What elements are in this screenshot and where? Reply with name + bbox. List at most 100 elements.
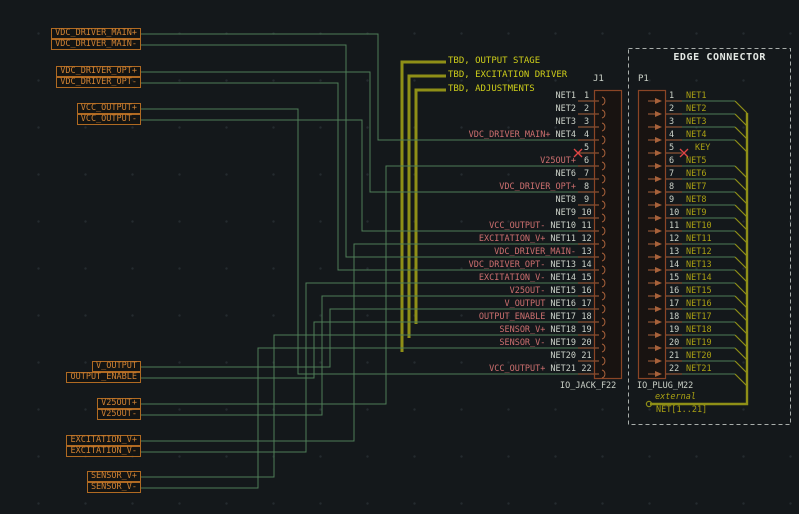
net-label[interactable]: NET1	[556, 91, 576, 101]
bus-entry[interactable]	[735, 270, 747, 282]
bus-entry[interactable]	[735, 127, 747, 139]
bus-label[interactable]: NET[1..21]	[656, 405, 707, 415]
signal-net-label[interactable]: VCC_OUTPUT-	[489, 221, 545, 231]
net-label[interactable]: NET7	[686, 182, 706, 192]
hier-label[interactable]: VDC_DRIVER_OPT+	[56, 66, 141, 77]
bus-entry[interactable]	[735, 244, 747, 256]
net-label[interactable]: NET11	[686, 234, 712, 244]
net-label[interactable]: NET16	[686, 299, 712, 309]
net-label[interactable]: NET3	[686, 117, 706, 127]
net-label[interactable]: NET20	[550, 351, 576, 361]
wire[interactable]	[141, 335, 578, 477]
signal-net-label[interactable]: SENSOR_V-	[499, 338, 545, 348]
signal-net-label[interactable]: V25OUT-	[510, 286, 546, 296]
bus-entry[interactable]	[735, 231, 747, 243]
signal-net-label[interactable]: VDC_DRIVER_MAIN-	[494, 247, 576, 257]
signal-net-label[interactable]: VDC_DRIVER_OPT+	[499, 182, 576, 192]
net-label[interactable]: NET20	[686, 351, 712, 361]
hier-label[interactable]: EXCITATION_V+	[66, 435, 141, 446]
net-label[interactable]: NET21	[686, 364, 712, 374]
net-label[interactable]: NET19	[686, 338, 712, 348]
hier-label[interactable]: OUTPUT_ENABLE	[66, 372, 141, 383]
net-label[interactable]: NET2	[686, 104, 706, 114]
signal-net-label[interactable]: EXCITATION_V+	[479, 234, 546, 244]
bus-entry[interactable]	[735, 374, 747, 386]
net-label[interactable]: NET4	[686, 130, 706, 140]
hier-label[interactable]: VDC_DRIVER_OPT-	[56, 77, 141, 88]
net-label[interactable]: NET14	[550, 273, 576, 283]
signal-net-label[interactable]: VDC_DRIVER_MAIN+	[469, 130, 551, 140]
bus-entry[interactable]	[735, 114, 747, 126]
net-label[interactable]: NET17	[686, 312, 712, 322]
bus-entry[interactable]	[735, 179, 747, 191]
hier-label[interactable]: SENSOR_V+	[87, 471, 141, 482]
net-label[interactable]: NET14	[686, 273, 712, 283]
bus-entry[interactable]	[735, 335, 747, 347]
key-label[interactable]: KEY	[695, 143, 710, 153]
net-label[interactable]: NET9	[686, 208, 706, 218]
signal-net-label[interactable]: V_OUTPUT	[504, 299, 545, 309]
bus-entry[interactable]	[735, 218, 747, 230]
net-label[interactable]: NET6	[556, 169, 576, 179]
j1-reference[interactable]: J1	[593, 74, 604, 84]
pin-number: 15	[581, 273, 592, 283]
bus-entry[interactable]	[735, 361, 747, 373]
net-label[interactable]: NET11	[550, 234, 576, 244]
net-label[interactable]: NET13	[686, 260, 712, 270]
bus-entry[interactable]	[735, 309, 747, 321]
net-label[interactable]: NET9	[556, 208, 576, 218]
net-label[interactable]: NET1	[686, 91, 706, 101]
signal-net-label[interactable]: V25OUT+	[540, 156, 576, 166]
net-label[interactable]: NET2	[556, 104, 576, 114]
net-label[interactable]: NET12	[686, 247, 712, 257]
bus-entry[interactable]	[735, 192, 747, 204]
net-label[interactable]: NET10	[686, 221, 712, 231]
p1-reference[interactable]: P1	[638, 74, 649, 84]
hier-label[interactable]: VCC_OUTPUT+	[77, 103, 141, 114]
hier-label[interactable]: V25OUT-	[97, 409, 141, 420]
hier-label[interactable]: SENSOR_V-	[87, 482, 141, 493]
net-label[interactable]: NET15	[550, 286, 576, 296]
bus-entry[interactable]	[735, 166, 747, 178]
net-label[interactable]: NET21	[550, 364, 576, 374]
pin-number: 19	[669, 325, 680, 335]
p1-value[interactable]: IO_PLUG_M22	[637, 381, 693, 391]
net-label[interactable]: NET19	[550, 338, 576, 348]
signal-net-label[interactable]: SENSOR_V+	[499, 325, 545, 335]
net-label[interactable]: NET3	[556, 117, 576, 127]
net-label[interactable]: NET8	[556, 195, 576, 205]
net-label[interactable]: NET5	[686, 156, 706, 166]
signal-net-label[interactable]: VCC_OUTPUT+	[489, 364, 545, 374]
net-label[interactable]: NET17	[550, 312, 576, 322]
hier-label[interactable]: V_OUTPUT	[92, 361, 141, 372]
hier-label[interactable]: EXCITATION_V-	[66, 446, 141, 457]
signal-net-label[interactable]: OUTPUT_ENABLE	[479, 312, 546, 322]
net-label[interactable]: NET8	[686, 195, 706, 205]
net-label[interactable]: NET18	[550, 325, 576, 335]
bus-entry[interactable]	[735, 296, 747, 308]
hier-label[interactable]: VDC_DRIVER_MAIN-	[51, 39, 141, 50]
net-label[interactable]: NET6	[686, 169, 706, 179]
net-label[interactable]: NET15	[686, 286, 712, 296]
net-label[interactable]: NET18	[686, 325, 712, 335]
hier-label[interactable]: V25OUT+	[97, 398, 141, 409]
net-label[interactable]: NET16	[550, 299, 576, 309]
bus-entry[interactable]	[735, 257, 747, 269]
hier-label[interactable]: VCC_OUTPUT-	[77, 114, 141, 125]
hier-label[interactable]: VDC_DRIVER_MAIN+	[51, 28, 141, 39]
bus-entry[interactable]	[735, 348, 747, 360]
tbd-placeholder-line[interactable]	[416, 90, 446, 324]
bus-entry[interactable]	[735, 101, 747, 113]
net-label[interactable]: NET13	[550, 260, 576, 270]
j1-value[interactable]: IO_JACK_F22	[560, 381, 616, 391]
signal-net-label[interactable]: EXCITATION_V-	[479, 273, 546, 283]
bus-entry[interactable]	[735, 283, 747, 295]
bus-entry[interactable]	[735, 322, 747, 334]
signal-net-label[interactable]: VDC_DRIVER_OPT-	[469, 260, 546, 270]
net-label[interactable]: NET4	[556, 130, 576, 140]
pin-number: 2	[669, 104, 680, 114]
bus-entry[interactable]	[735, 140, 747, 152]
bus-entry[interactable]	[735, 205, 747, 217]
net-label[interactable]: NET10	[550, 221, 576, 231]
